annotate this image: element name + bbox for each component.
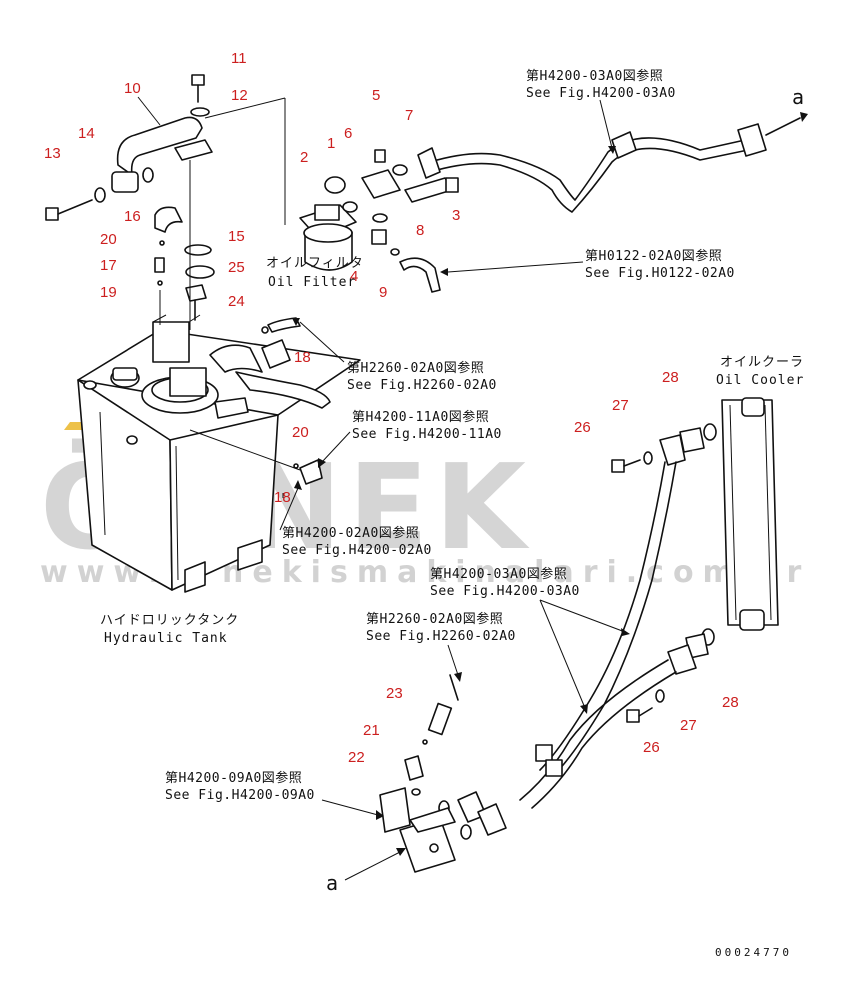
callout-12: 12 — [231, 87, 248, 104]
callout-27-bottom: 27 — [680, 717, 697, 734]
ref-5-en: See Fig.H4200-02A0 — [282, 543, 432, 558]
callout-3: 3 — [452, 207, 460, 224]
small-hoses — [261, 317, 323, 485]
callout-26-bottom: 26 — [643, 739, 660, 756]
callout-2: 2 — [300, 149, 308, 166]
callout-20-mid: 20 — [292, 424, 309, 441]
ref-4-en: See Fig.H4200-11A0 — [352, 427, 502, 442]
callout-25: 25 — [228, 259, 245, 276]
manifold-block — [379, 674, 459, 873]
ref-5-jp: 第H4200-02A0図参照 — [282, 525, 419, 541]
callout-10: 10 — [124, 80, 141, 97]
ref-3-en: See Fig.H2260-02A0 — [347, 378, 497, 393]
callout-21: 21 — [363, 722, 380, 739]
callout-15: 15 — [228, 228, 245, 245]
oil-filter-label-jp: オイルフィルタ — [266, 256, 364, 271]
callout-1: 1 — [327, 135, 335, 152]
oil-cooler-label-jp: オイルクーラ — [720, 355, 804, 370]
ref-7-en: See Fig.H2260-02A0 — [366, 629, 516, 644]
ref-8-jp: 第H4200-09A0図参照 — [165, 770, 302, 786]
valve-cluster — [324, 149, 459, 293]
ref-1-en: See Fig.H4200-03A0 — [526, 86, 676, 101]
callout-16: 16 — [124, 208, 141, 225]
ref-3-jp: 第H2260-02A0図参照 — [347, 360, 484, 376]
callout-11: 11 — [231, 50, 247, 67]
callout-24: 24 — [228, 293, 245, 310]
leader-lines — [279, 99, 630, 881]
oil-cooler-label-en: Oil Cooler — [716, 373, 804, 388]
figure-references: 第H4200-03A0図参照 See Fig.H4200-03A0 第H0122… — [165, 68, 735, 803]
callout-4: 4 — [350, 268, 358, 285]
document-number: 00024770 — [715, 946, 792, 959]
hydraulic-tank-label-en: Hydraulic Tank — [104, 631, 228, 646]
callout-9: 9 — [379, 284, 387, 301]
ref-2-en: See Fig.H0122-02A0 — [585, 266, 735, 281]
callout-6: 6 — [344, 125, 352, 142]
part-callouts: 11 10 12 14 13 16 5 7 6 1 2 3 8 4 9 20 1… — [44, 50, 739, 766]
component-labels: オイルフィルタ Oil Filter オイルクーラ Oil Cooler ハイド… — [100, 85, 805, 895]
callout-7: 7 — [405, 107, 413, 124]
ref-1-jp: 第H4200-03A0図参照 — [526, 68, 663, 84]
return-hose — [417, 112, 808, 213]
callout-18-mid: 18 — [274, 489, 291, 506]
oil-filter-label-en: Oil Filter — [268, 275, 356, 290]
callout-22: 22 — [348, 749, 365, 766]
callout-19: 19 — [100, 284, 117, 301]
ref-2-jp: 第H0122-02A0図参照 — [585, 248, 722, 264]
ref-8-en: See Fig.H4200-09A0 — [165, 788, 315, 803]
breather-assembly — [45, 74, 286, 330]
cooler-hoses — [438, 434, 697, 840]
callout-26-top: 26 — [574, 419, 591, 436]
callout-28-bottom: 28 — [722, 694, 739, 711]
arrow-label-a-bottom: a — [326, 871, 339, 895]
hydraulic-tank-label-jp: ハイドロリックタンク — [100, 613, 239, 628]
ref-7-jp: 第H2260-02A0図参照 — [366, 611, 503, 627]
callout-17: 17 — [100, 257, 117, 274]
oil-cooler — [679, 397, 779, 659]
callout-23: 23 — [386, 685, 403, 702]
ref-6-en: See Fig.H4200-03A0 — [430, 584, 580, 599]
callout-5: 5 — [372, 87, 380, 104]
callout-8: 8 — [416, 222, 424, 239]
oil-filter — [299, 204, 357, 271]
ref-6-jp: 第H4200-03A0図参照 — [430, 566, 567, 582]
callout-20-top: 20 — [100, 231, 117, 248]
hydraulic-tank — [77, 314, 361, 593]
callout-18-top: 18 — [294, 349, 311, 366]
callout-28-top: 28 — [662, 369, 679, 386]
callout-27-top: 27 — [612, 397, 629, 414]
callout-14: 14 — [78, 125, 95, 142]
arrow-label-a-top: a — [792, 85, 805, 109]
ref-4-jp: 第H4200-11A0図参照 — [352, 409, 489, 425]
callout-13: 13 — [44, 145, 61, 162]
